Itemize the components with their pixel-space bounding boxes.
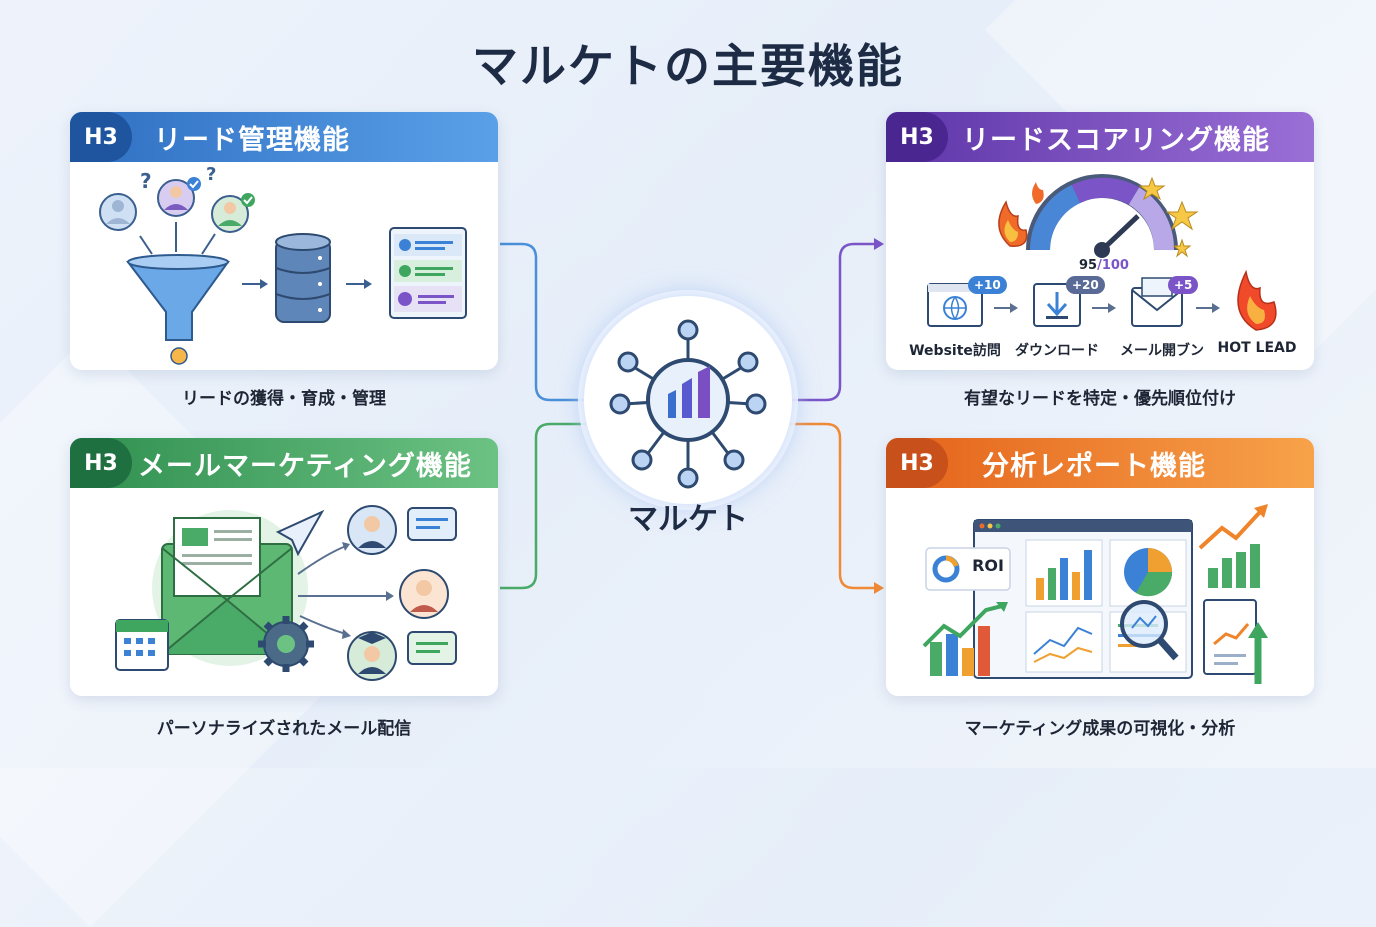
star-icon (1138, 176, 1166, 201)
lead-list-icon (389, 227, 467, 319)
h3-tag: H3 (886, 112, 948, 162)
card-header: H3 分析レポート機能 (886, 438, 1314, 488)
calendar-icon (115, 619, 169, 671)
connector-email (500, 422, 600, 590)
card-lead-scoring: H3 リードスコアリング機能 (886, 112, 1314, 370)
person-icon: ? (157, 164, 216, 217)
graduate-icon (347, 631, 397, 681)
card-header: H3 リードスコアリング機能 (886, 112, 1314, 162)
step-label: ダウンロード (1015, 343, 1099, 359)
score-number: 95 (1079, 258, 1098, 273)
website-icon (927, 283, 983, 327)
score-gauge-diagram (927, 174, 1277, 331)
card-email-marketing: H3 メールマーケティング機能 (70, 438, 498, 696)
card-title: リード管理機能 (154, 124, 350, 156)
funnel-icon (125, 254, 230, 365)
roi-tile (925, 547, 1011, 591)
email-illustration (70, 488, 498, 696)
hub-label: マルケト (628, 502, 748, 537)
score-value: 95/100 (1074, 258, 1134, 273)
connector-scoring (780, 242, 880, 402)
connector-report-arrow (874, 582, 884, 594)
card-header: H3 リード管理機能 (70, 112, 498, 162)
card-lead-management: H3 リード管理機能 ? ? (70, 112, 498, 370)
unknown-person-icon: ? (99, 169, 152, 231)
step-label: Website訪問 (909, 343, 1001, 359)
database-icon (275, 233, 331, 323)
h3-tag: H3 (70, 112, 132, 162)
card-header: H3 メールマーケティング機能 (70, 438, 498, 488)
flame-icon (998, 200, 1028, 247)
scoring-illustration: 95/100 +10 +20 +5 Website訪問 ダウンロード メール開ブ… (886, 162, 1314, 370)
roi-label: ROI (972, 556, 1004, 575)
star-icon (1172, 238, 1192, 258)
lead-funnel-diagram: ? ? (99, 164, 467, 365)
connector-report (780, 422, 880, 590)
envelope-icon (161, 517, 293, 655)
person-icon (347, 505, 397, 555)
svg-text:?: ? (206, 164, 216, 185)
h3-tag: H3 (70, 438, 132, 488)
connector-lead (500, 242, 600, 402)
page-title: マルケトの主要機能 (472, 39, 904, 93)
step-badge: +10 (968, 276, 1007, 294)
caption-analytics-report: マーケティング成果の可視化・分析 (964, 719, 1236, 739)
svg-text:?: ? (140, 169, 152, 193)
download-icon (1033, 283, 1081, 327)
card-title: リードスコアリング機能 (962, 124, 1270, 156)
dashboard-window-icon (973, 519, 1193, 679)
email-distribution-diagram (115, 505, 457, 681)
trend-chart-icon (1198, 504, 1268, 588)
caption-lead-scoring: 有望なリードを特定・優先順位付け (964, 389, 1236, 409)
person-icon (399, 569, 449, 619)
magnifier-icon (1120, 600, 1179, 661)
step-label: メール開ブン (1120, 343, 1204, 359)
connector-scoring-arrow (874, 238, 884, 250)
chat-bubble-icon (407, 631, 457, 665)
star-icon (1165, 200, 1199, 231)
person-icon (211, 193, 255, 233)
report-document-icon (1203, 599, 1268, 684)
gear-icon (258, 616, 314, 672)
card-analytics-report: H3 分析レポート機能 (886, 438, 1314, 696)
report-illustration: ROI (886, 488, 1314, 696)
growth-chart-icon (922, 602, 1008, 676)
card-title: メールマーケティング機能 (138, 450, 472, 482)
hub-circle (584, 296, 792, 504)
network-hub-icon (609, 319, 767, 489)
score-total: /100 (1097, 258, 1129, 273)
flame-icon (1237, 269, 1277, 331)
card-title: 分析レポート機能 (982, 450, 1206, 482)
caption-lead-management: リードの獲得・育成・管理 (182, 389, 386, 409)
lead-illustration: ? ? (70, 162, 498, 370)
step-badge: +20 (1066, 276, 1105, 294)
step-badge: +5 (1168, 276, 1199, 294)
step-label: HOT LEAD (1217, 340, 1297, 356)
h3-tag: H3 (886, 438, 948, 488)
caption-email-marketing: パーソナライズされたメール配信 (156, 719, 412, 739)
chat-bubble-icon (407, 507, 457, 541)
connector-lines (500, 238, 884, 594)
analytics-dashboard-diagram (922, 504, 1268, 684)
paper-plane-icon (275, 509, 325, 557)
pie-chart-icon (1124, 548, 1173, 597)
flame-icon (1032, 182, 1044, 204)
gauge-icon (1026, 174, 1178, 258)
